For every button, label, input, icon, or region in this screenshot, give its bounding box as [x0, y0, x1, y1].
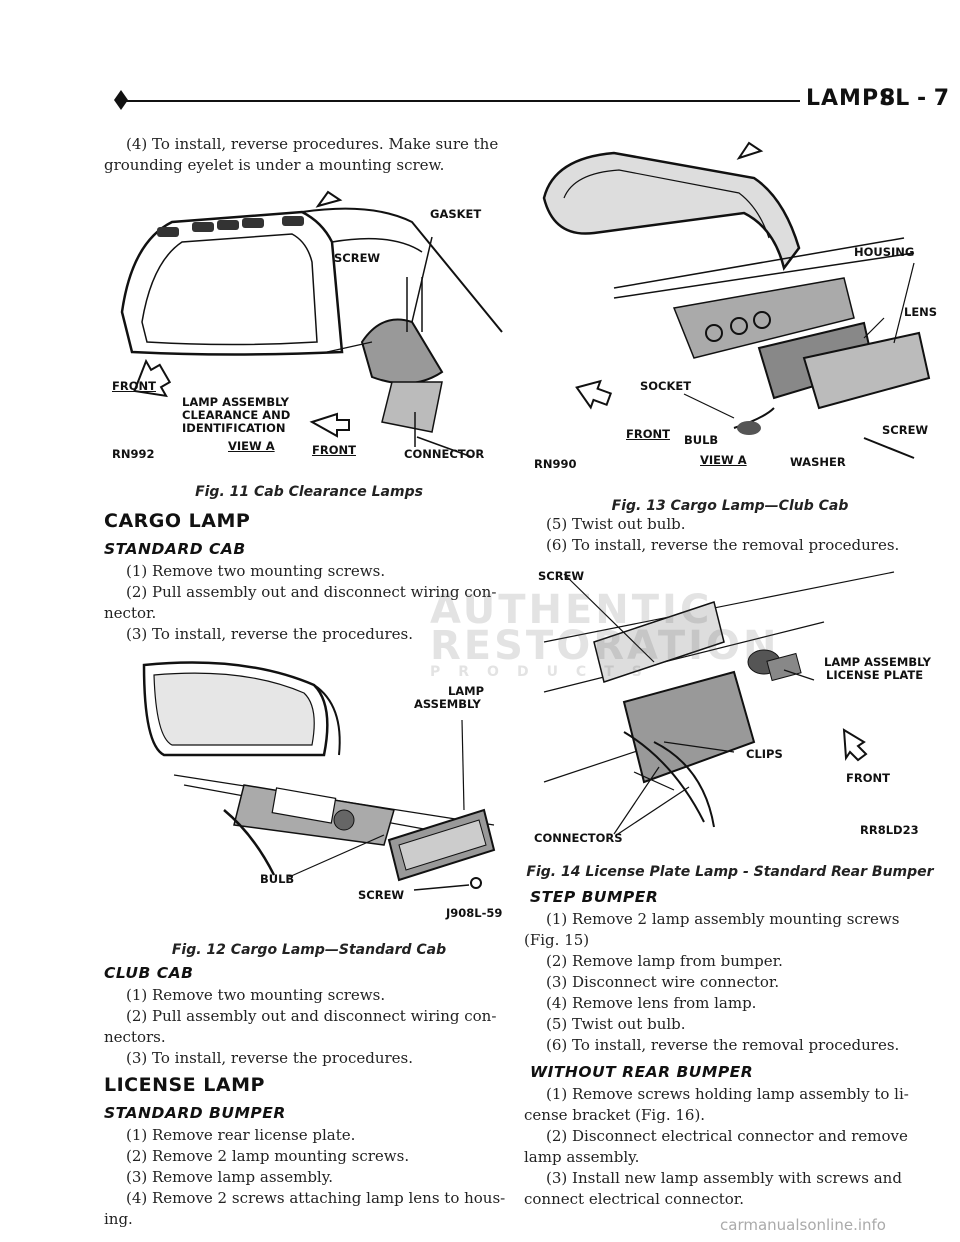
without-rear-bumper-step: (3) Install new lamp assembly with screw… [546, 1169, 902, 1187]
figure-11-illustration: GASKET SCREW FRONT LAMP ASSEMBLY CLEARAN… [112, 182, 514, 472]
fig13-label-front: FRONT [626, 427, 670, 441]
watermark-line-2: RESTORATION [430, 623, 780, 669]
fig11-label-view-a: VIEW A [228, 439, 275, 453]
step-bumper-step: (4) Remove lens from lamp. [546, 994, 757, 1012]
standard-cab-step: (2) Pull assembly out and disconnect wir… [126, 583, 497, 601]
standard-bumper-step: (2) Remove 2 lamp mounting screws. [126, 1147, 410, 1165]
fig14-label-front: FRONT [846, 771, 890, 785]
intro-text: (4) To install, reverse procedures. Make… [104, 134, 514, 176]
figure-12-illustration: LAMP ASSEMBLY BULB SCREW J908L-59 [124, 645, 514, 920]
without-rear-bumper-steps: (1) Remove screws holding lamp assembly … [524, 1084, 936, 1210]
header-rule [118, 100, 800, 102]
without-rear-bumper-step: lamp assembly. [524, 1148, 640, 1166]
club-cab-step-cont: (5) Twist out bulb. [546, 515, 686, 533]
fig14-label-license-plate: LICENSE PLATE [826, 668, 924, 682]
watermark: AUTHENTIC RESTORATION PRODUCTS [340, 587, 780, 680]
step-bumper-step: (3) Disconnect wire connector. [546, 973, 780, 991]
standard-bumper-heading: STANDARD BUMPER [104, 1104, 286, 1122]
fig13-label-housing: HOUSING [854, 245, 915, 259]
fig14-label-lamp-assembly: LAMP ASSEMBLY [824, 655, 931, 669]
standard-cab-step: nector. [104, 604, 157, 622]
watermark-line-1: AUTHENTIC [430, 587, 713, 633]
standard-cab-steps: (1) Remove two mounting screws. (2) Pull… [104, 561, 514, 645]
standard-bumper-steps: (1) Remove rear license plate. (2) Remov… [104, 1125, 514, 1230]
step-bumper-step: (6) To install, reverse the removal proc… [546, 1036, 900, 1054]
fig13-label-code: RN990 [534, 457, 577, 471]
fig11-label-screw: SCREW [334, 251, 381, 265]
fig14-label-code: RR8LD23 [860, 823, 919, 837]
without-rear-bumper-step: connect electrical connector. [524, 1190, 745, 1208]
license-plate-lamp-drawing [543, 571, 895, 835]
club-cab-steps: (1) Remove two mounting screws. (2) Pull… [104, 985, 514, 1069]
without-rear-bumper-step: (1) Remove screws holding lamp assembly … [546, 1085, 909, 1103]
intro-step-cont: grounding eyelet is under a mounting scr… [104, 156, 445, 174]
fig12-label-screw: SCREW [358, 888, 405, 902]
cargo-lamp-club-drawing [542, 141, 931, 459]
fig14-label-clips: CLIPS [746, 747, 783, 761]
standard-cab-step: (1) Remove two mounting screws. [126, 562, 386, 580]
standard-bumper-step: (4) Remove 2 screws attaching lamp lens … [126, 1189, 506, 1207]
fig14-label-connectors: CONNECTORS [534, 831, 623, 845]
figure-13-illustration: HOUSING LENS SOCKET FRONT BULB SCREW VIE… [534, 138, 938, 478]
fig14-label-screw: SCREW [538, 569, 585, 583]
fig13-caption: Fig. 13 Cargo Lamp—Club Cab [611, 498, 849, 514]
standard-bumper-step: (3) Remove lamp assembly. [126, 1168, 333, 1186]
license-lamp-heading: LICENSE LAMP [104, 1074, 265, 1096]
fig13-label-socket: SOCKET [640, 379, 692, 393]
fig12-label-assembly: ASSEMBLY [414, 697, 481, 711]
without-rear-bumper-step: cense bracket (Fig. 16). [524, 1106, 706, 1124]
fig12-label-bulb: BULB [260, 872, 295, 886]
step-bumper-step: (5) Twist out bulb. [546, 1015, 686, 1033]
standard-cab-heading: STANDARD CAB [104, 540, 246, 558]
footer-site: carmanualsonline.info [720, 1216, 886, 1234]
fig11-label-gasket: GASKET [430, 207, 482, 221]
step-bumper-step: (1) Remove 2 lamp assembly mounting scre… [546, 910, 900, 928]
club-cab-step: nectors. [104, 1028, 166, 1046]
club-cab-step: (2) Pull assembly out and disconnect wir… [126, 1007, 497, 1025]
fig13-label-lens: LENS [904, 305, 938, 319]
fig11-label-front: FRONT [112, 379, 156, 393]
club-cab-steps-cont: (5) Twist out bulb. (6) To install, reve… [524, 514, 936, 556]
header-page-number: 8L - 7 [880, 86, 950, 111]
fig12-label-code: J908L-59 [446, 906, 503, 920]
step-bumper-heading: STEP BUMPER [530, 888, 659, 906]
standard-cab-step: (3) To install, reverse the procedures. [126, 625, 414, 643]
figure-14-illustration: SCREW LAMP ASSEMBLY LICENSE PLATE CLIPS … [534, 562, 936, 852]
fig11-label-identification: IDENTIFICATION [182, 421, 286, 435]
fig12-label-lamp: LAMP [447, 684, 485, 698]
fig13-label-view-a: VIEW A [700, 453, 747, 467]
step-bumper-step: (Fig. 15) [524, 931, 590, 949]
fig11-caption: Fig. 11 Cab Clearance Lamps [195, 484, 423, 500]
club-cab-step-cont: (6) To install, reverse the removal proc… [546, 536, 900, 554]
intro-step: (4) To install, reverse procedures. Make… [126, 135, 499, 153]
without-rear-bumper-heading: WITHOUT REAR BUMPER [530, 1063, 754, 1081]
fig11-label-lamp-assembly: LAMP ASSEMBLY [182, 395, 289, 409]
step-bumper-step: (2) Remove lamp from bumper. [546, 952, 783, 970]
fig13-label-screw: SCREW [882, 423, 929, 437]
standard-bumper-step: ing. [104, 1210, 133, 1228]
cargo-lamp-heading: CARGO LAMP [104, 510, 251, 532]
club-cab-step: (1) Remove two mounting screws. [126, 986, 386, 1004]
step-bumper-steps: (1) Remove 2 lamp assembly mounting scre… [524, 909, 936, 1056]
fig11-label-connector: CONNECTOR [404, 447, 485, 461]
fig13-label-bulb: BULB [684, 433, 719, 447]
fig11-label-clearance: CLEARANCE AND [182, 408, 291, 422]
cab-clearance-drawing [120, 190, 503, 458]
without-rear-bumper-step: (2) Disconnect electrical connector and … [546, 1127, 908, 1145]
standard-bumper-step: (1) Remove rear license plate. [126, 1126, 356, 1144]
header-title: LAMPS [806, 86, 896, 111]
watermark-line-3: PRODUCTS [430, 664, 660, 680]
fig11-label-front-2: FRONT [312, 443, 356, 457]
fig11-label-code: RN992 [112, 447, 155, 461]
club-cab-heading: CLUB CAB [104, 964, 194, 982]
fig14-caption: Fig. 14 License Plate Lamp - Standard Re… [526, 864, 934, 880]
fig13-label-washer: WASHER [790, 455, 846, 469]
fig12-caption: Fig. 12 Cargo Lamp—Standard Cab [171, 942, 447, 958]
cargo-lamp-standard-drawing [142, 661, 496, 891]
club-cab-step: (3) To install, reverse the procedures. [126, 1049, 414, 1067]
